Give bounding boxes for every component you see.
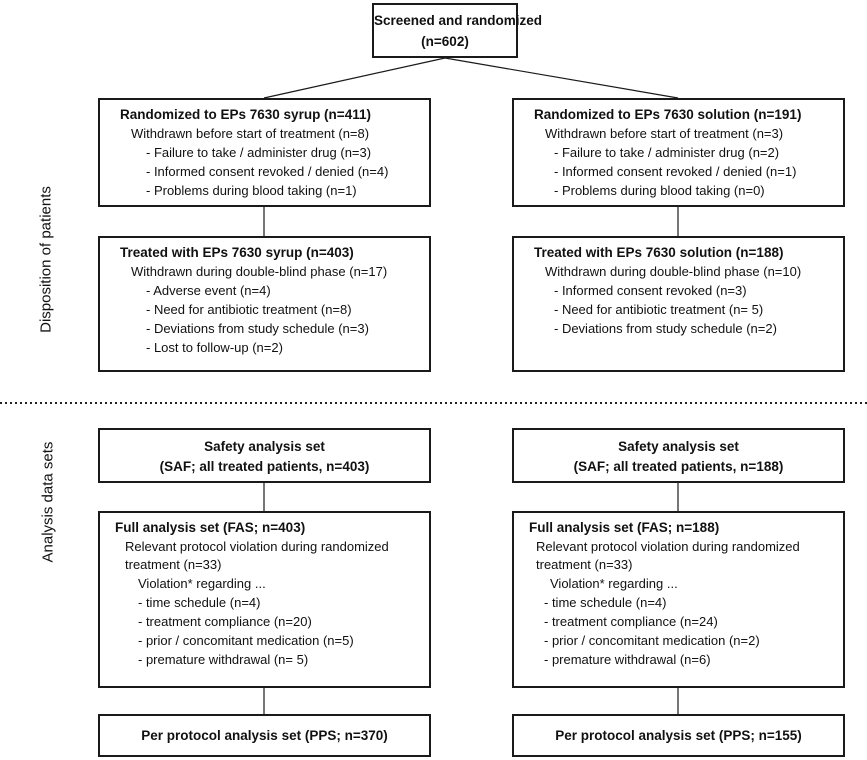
solution-treated-title: Treated with EPs 7630 solution (n=188) (534, 245, 784, 260)
solution-safety-title: Safety analysis set (618, 439, 739, 454)
solution-fas-line: Violation* regarding ... (550, 576, 678, 591)
solution-fas-box: Full analysis set (FAS; n=188) Relevant … (512, 511, 845, 688)
solution-fas-title: Full analysis set (FAS; n=188) (529, 520, 720, 535)
solution-fas-line: Relevant protocol violation during rando… (536, 539, 800, 554)
solution-randomized-title: Randomized to EPs 7630 solution (n=191) (534, 107, 802, 122)
syrup-treated-line: - Adverse event (n=4) (146, 283, 271, 298)
syrup-pps-title: Per protocol analysis set (PPS; n=370) (141, 728, 388, 743)
syrup-fas-line: Relevant protocol violation during rando… (125, 539, 389, 554)
syrup-fas-line: - time schedule (n=4) (138, 595, 261, 610)
solution-fas-line: - prior / concomitant medication (n=2) (544, 633, 760, 648)
syrup-treated-line: - Lost to follow-up (n=2) (146, 340, 283, 355)
syrup-safety-sub: (SAF; all treated patients, n=403) (159, 459, 370, 474)
solution-safety-box: Safety analysis set (SAF; all treated pa… (512, 428, 845, 483)
syrup-safety-box: Safety analysis set (SAF; all treated pa… (98, 428, 431, 483)
syrup-fas-line: Violation* regarding ... (138, 576, 266, 591)
syrup-pps-box: Per protocol analysis set (PPS; n=370) (98, 714, 431, 757)
syrup-treated-line: - Need for antibiotic treatment (n=8) (146, 302, 352, 317)
syrup-treated-line: Withdrawn during double-blind phase (n=1… (131, 264, 388, 279)
syrup-safety-title: Safety analysis set (204, 439, 325, 454)
solution-treated-line: - Need for antibiotic treatment (n= 5) (554, 302, 764, 317)
solution-pps-title: Per protocol analysis set (PPS; n=155) (555, 728, 802, 743)
syrup-randomized-box: Randomized to EPs 7630 syrup (n=411) Wit… (98, 98, 431, 207)
syrup-fas-box: Full analysis set (FAS; n=403) Relevant … (98, 511, 431, 688)
syrup-randomized-line: - Problems during blood taking (n=1) (146, 183, 357, 198)
solution-randomized-line: - Problems during blood taking (n=0) (554, 183, 765, 198)
side-label-analysis: Analysis data sets (39, 441, 57, 563)
syrup-fas-line: - prior / concomitant medication (n=5) (138, 633, 354, 648)
solution-treated-line: Withdrawn during double-blind phase (n=1… (545, 264, 802, 279)
solution-fas-line: - time schedule (n=4) (544, 595, 667, 610)
solution-treated-line: - Deviations from study schedule (n=2) (554, 321, 777, 336)
solution-randomized-line: Withdrawn before start of treatment (n=3… (545, 126, 784, 141)
screened-n: (n=602) (421, 34, 469, 49)
syrup-fas-line: - treatment compliance (n=20) (138, 614, 312, 629)
solution-fas-line: treatment (n=33) (536, 557, 633, 572)
syrup-randomized-title: Randomized to EPs 7630 syrup (n=411) (120, 107, 371, 122)
syrup-randomized-line: Withdrawn before start of treatment (n=8… (131, 126, 370, 141)
solution-randomized-line: - Informed consent revoked / denied (n=1… (554, 164, 797, 179)
solution-treated-line: - Informed consent revoked (n=3) (554, 283, 747, 298)
solution-safety-sub: (SAF; all treated patients, n=188) (573, 459, 784, 474)
screened-title: Screened and randomized (374, 13, 543, 28)
solution-randomized-line: - Failure to take / administer drug (n=2… (554, 145, 780, 160)
syrup-randomized-line: - Informed consent revoked / denied (n=4… (146, 164, 389, 179)
solution-fas-line: - treatment compliance (n=24) (544, 614, 718, 629)
solution-treated-box: Treated with EPs 7630 solution (n=188) W… (512, 236, 845, 372)
solution-fas-line: - premature withdrawal (n=6) (544, 652, 711, 667)
syrup-randomized-line: - Failure to take / administer drug (n=3… (146, 145, 372, 160)
syrup-treated-box: Treated with EPs 7630 syrup (n=403) With… (98, 236, 431, 372)
side-label-disposition: Disposition of patients (37, 186, 55, 333)
screened-box: Screened and randomized (n=602) (372, 3, 543, 58)
syrup-treated-title: Treated with EPs 7630 syrup (n=403) (120, 245, 354, 260)
solution-randomized-box: Randomized to EPs 7630 solution (n=191) … (512, 98, 845, 207)
syrup-fas-title: Full analysis set (FAS; n=403) (115, 520, 306, 535)
syrup-fas-line: treatment (n=33) (125, 557, 222, 572)
syrup-treated-line: - Deviations from study schedule (n=3) (146, 321, 369, 336)
solution-pps-box: Per protocol analysis set (PPS; n=155) (512, 714, 845, 757)
syrup-fas-line: - premature withdrawal (n= 5) (138, 652, 309, 667)
